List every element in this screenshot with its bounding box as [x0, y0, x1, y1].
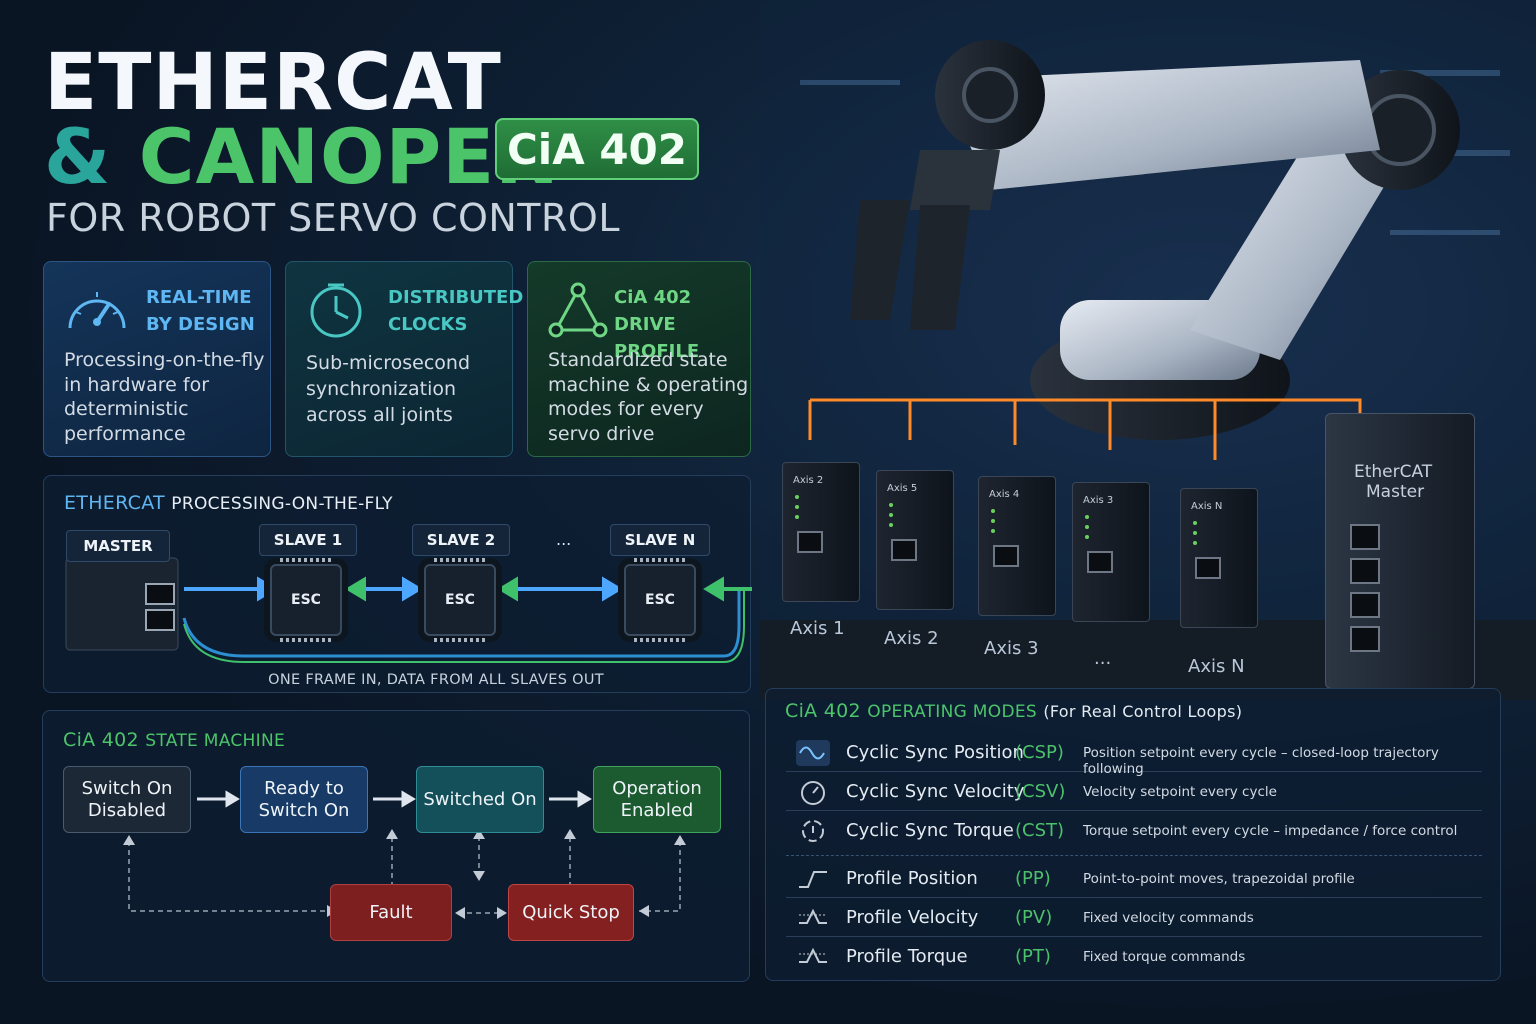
slave-label: SLAVE 2 — [412, 524, 510, 556]
ethernet-port-icon — [1350, 524, 1380, 550]
page-subtitle: FOR ROBOT SERVO CONTROL — [46, 196, 621, 240]
servo-drive-1: Axis 2 — [782, 462, 860, 602]
velocity-profile-icon — [799, 908, 827, 924]
ellipsis: ... — [556, 530, 572, 549]
servo-drive-3: Axis 4 — [978, 476, 1056, 616]
mode-row-cst: Cyclic Sync Torque (CST) Torque setpoint… — [786, 812, 1482, 856]
panel-title: CiA 402 STATE MACHINE — [63, 729, 286, 751]
ethernet-port-icon — [993, 545, 1019, 567]
ethernet-port-icon — [891, 539, 917, 561]
ethercat-processing-panel: ETHERCAT PROCESSING-ON-THE-FLY MASTER SL… — [43, 475, 752, 693]
sine-wave-icon — [796, 740, 830, 766]
triangle-network-icon — [548, 282, 608, 338]
gauge-icon — [801, 781, 825, 805]
speedometer-icon — [68, 292, 126, 329]
axis-label: Axis 2 — [884, 628, 939, 649]
frame-flow-diagram — [65, 557, 752, 663]
panel-title: CiA 402 OPERATING MODES (For Real Contro… — [785, 700, 1243, 722]
cia402-badge: CiA 402 — [495, 118, 699, 180]
state-switched-on: Switched On — [416, 766, 544, 833]
operating-modes-panel — [765, 688, 1501, 981]
state-transition-lines — [123, 790, 686, 919]
mode-row-pv: Profile Velocity (PV) Fixed velocity com… — [786, 899, 1482, 937]
servo-drive-4: Axis 3 — [1072, 482, 1150, 622]
axis-label: ... — [1094, 648, 1112, 669]
servo-drive-2: Axis 5 — [876, 470, 954, 610]
card-description: Sub-microsecond synchronization across a… — [306, 352, 471, 426]
esc-chip: ESC — [424, 558, 496, 642]
card-description: Standardized state machine & operating m… — [548, 349, 749, 445]
axis-label: Axis 3 — [984, 638, 1039, 659]
frame-caption: ONE FRAME IN, DATA FROM ALL SLAVES OUT — [268, 672, 604, 688]
mode-row-csv: Cyclic Sync Velocity (CSV) Velocity setp… — [786, 773, 1482, 811]
mode-row-csp: Cyclic Sync Position (CSP) Position setp… — [786, 734, 1482, 777]
torque-icon — [802, 820, 824, 842]
ethernet-port-icon — [797, 531, 823, 553]
title-ethercat: ETHERCAT — [44, 38, 502, 128]
ethernet-port-icon — [1350, 558, 1380, 584]
state-fault: Fault — [330, 884, 452, 941]
slave-label: SLAVE 1 — [259, 524, 357, 556]
axis-label: Axis N — [1188, 656, 1245, 677]
torque-profile-icon — [799, 947, 827, 963]
card-description: Processing-on-the-fly in hardware for de… — [64, 349, 265, 445]
ethercat-master-unit: EtherCAT Master — [1325, 413, 1475, 689]
axis-label: Axis 1 — [790, 618, 845, 639]
esc-chip: ESC — [624, 558, 696, 642]
slave-label: SLAVE N — [610, 524, 710, 556]
ethernet-port-icon — [1350, 592, 1380, 618]
ethernet-port-icon — [1087, 551, 1113, 573]
step-profile-icon — [799, 871, 827, 888]
panel-title: ETHERCAT PROCESSING-ON-THE-FLY — [64, 492, 393, 514]
servo-drive-5: Axis N — [1180, 488, 1258, 628]
esc-chip: ESC — [270, 558, 342, 642]
state-quick-stop: Quick Stop — [508, 884, 634, 941]
ethernet-port-icon — [1195, 557, 1221, 579]
clock-icon — [310, 283, 362, 338]
master-label: MASTER — [66, 530, 170, 562]
mode-row-pp: Profile Position (PP) Point-to-point mov… — [786, 860, 1482, 898]
mode-row-pt: Profile Torque (PT) Fixed torque command… — [786, 938, 1482, 976]
title-canopen: & CANOPEN — [44, 112, 560, 201]
ethernet-port-icon — [1350, 626, 1380, 652]
